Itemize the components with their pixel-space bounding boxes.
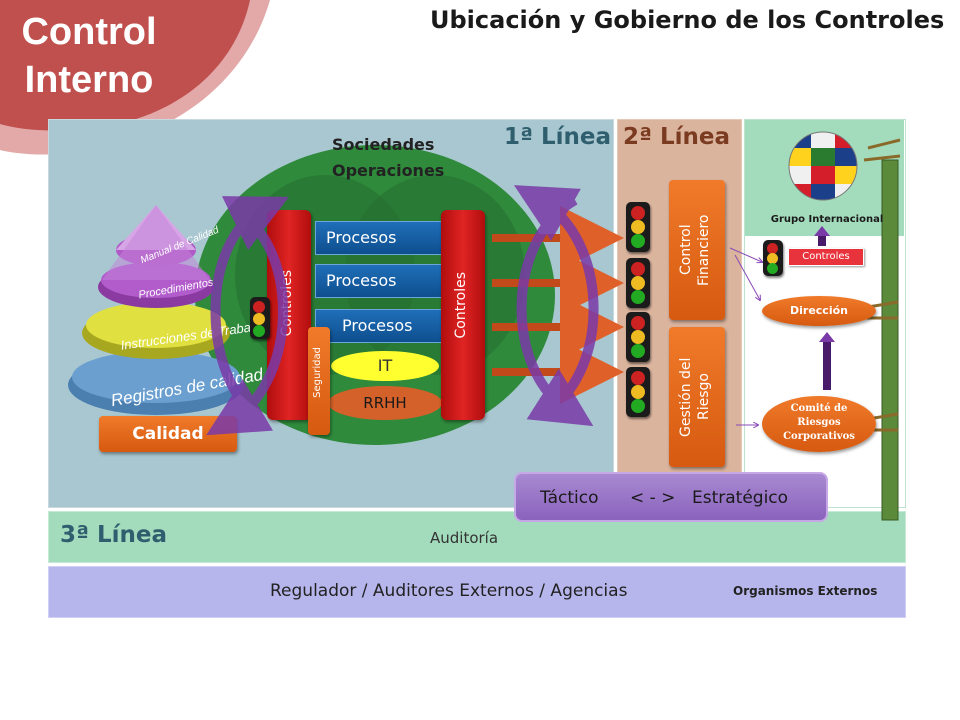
traffic-light-icon	[250, 297, 270, 339]
third-line-label: 3ª Línea	[60, 522, 168, 548]
traffic-light-icon	[626, 312, 650, 362]
auditoria-label: Auditoría	[430, 529, 499, 547]
process-item: Procesos	[315, 264, 443, 298]
process-item: Procesos	[315, 221, 443, 255]
seguridad-bar: Seguridad	[308, 327, 330, 435]
second-line-label: 2ª Línea	[623, 124, 731, 150]
logo-title: Control Interno	[21, 11, 157, 101]
controls-bar-right: Controles	[441, 210, 485, 420]
page-title: Ubicación y Gobierno de los Controles	[430, 6, 945, 34]
regulador-label: Regulador / Auditores Externos / Agencia…	[270, 581, 628, 601]
organismos-label: Organismos Externos	[733, 584, 878, 598]
rrhh-item: RRHH	[328, 386, 442, 420]
traffic-light-icon	[626, 367, 650, 417]
logo-swoosh	[0, 0, 270, 155]
traffic-light-icon	[626, 258, 650, 308]
connector-arrow	[729, 247, 762, 425]
group-controls-button[interactable]: Controles	[788, 248, 864, 266]
external-panel	[48, 566, 906, 618]
comite-node[interactable]: Comité de Riesgos Corporativos	[762, 396, 876, 452]
arrow-head	[819, 332, 835, 342]
traffic-light-icon	[763, 240, 783, 276]
globe-icon	[788, 131, 858, 201]
first-line-label: 1ª Línea	[504, 124, 612, 150]
gestion-riesgo-box[interactable]: Gestión del Riesgo	[669, 327, 725, 467]
tactico-estrategico-box: Táctico < - > Estratégico	[514, 472, 828, 522]
circular-arrow	[206, 185, 599, 436]
quality-pyramid	[68, 205, 244, 415]
direccion-node[interactable]: Dirección	[762, 296, 876, 326]
sociedades-label: Sociedades Operaciones	[332, 135, 445, 180]
group-label: Grupo Internacional	[770, 214, 884, 225]
control-financiero-box[interactable]: Control Financiero	[669, 180, 725, 320]
arrow-head	[814, 226, 830, 236]
it-item: IT	[331, 351, 439, 381]
traffic-light-icon	[626, 202, 650, 252]
